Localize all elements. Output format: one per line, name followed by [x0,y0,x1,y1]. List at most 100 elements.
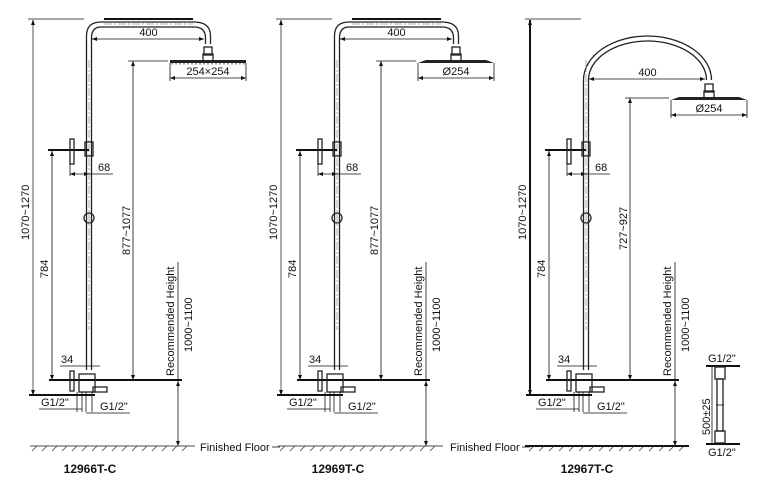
floor-hatch [528,445,535,452]
model-code-label: 12966T-C [64,462,117,476]
floor-hatch [658,445,665,452]
floor-hatch [41,445,48,452]
arrowhead [700,77,705,81]
mixer-handle [566,370,572,392]
slider-bracket [331,212,343,224]
hose-bottom-thread-label: G1/2" [708,447,736,459]
floor-hatch [399,445,406,452]
arrowhead [170,76,175,80]
floor-hatch [111,445,118,452]
arrowhead [279,20,283,25]
recommended-height-label: Recommended Height [413,267,425,376]
arrowhead [581,172,586,176]
diverter-handle [317,138,323,165]
floor-hatch [369,445,376,452]
arrowhead [199,37,204,41]
arrowhead [131,375,135,380]
finished-floor-label: Finished Floor [450,442,520,454]
valve-depth-label: 68 [346,162,358,174]
valve-height-label: 784 [39,260,51,278]
floor-hatch [419,445,426,452]
total-height-label: 1070~1270 [20,185,32,240]
hose-bottom-nut [714,430,726,444]
arrowhead [742,113,747,117]
head-height-label: 727~927 [618,207,630,250]
head-connector [451,46,461,56]
inlet-right-label: G1/2" [597,401,625,413]
diverter-handle [69,138,75,165]
arrowhead [176,381,180,386]
arrowhead [318,172,323,176]
floor-hatch [558,445,565,452]
arm-length-label: 400 [638,67,656,79]
shower-pipe [582,35,713,370]
floor-hatch [409,445,416,452]
floor-hatch [578,445,585,452]
slider-bracket [580,212,592,224]
total-height-label: 1070~1270 [517,185,529,240]
floor-hatch [61,445,68,452]
floor-hatch [648,445,655,452]
floor-hatch [598,445,605,452]
inlet-left-label: G1/2" [41,397,69,409]
arrowhead [50,375,54,380]
diverter-handle [566,138,572,165]
diverter-body [581,141,591,157]
floor-hatch [279,445,286,452]
floor-hatch [309,445,316,452]
round-shower-head [418,60,494,63]
round-shower-head [671,97,747,100]
recommended-height-value: 1000~1100 [183,297,195,352]
mixer-handle [317,370,323,392]
head-connector [203,46,213,56]
mixer-handle [69,370,75,392]
head-height-label: 877~1077 [121,206,133,255]
arrowhead [298,375,302,380]
floor-hatch [329,445,336,452]
floor-hatch [339,445,346,452]
arrowhead [528,390,532,395]
mixer-body [78,373,96,393]
diverter-body [84,141,94,157]
floor-hatch [91,445,98,452]
floor-hatch [678,445,685,452]
arrowhead [489,76,494,80]
arrowhead [31,390,35,395]
floor-hatch [131,445,138,452]
arrowhead [379,61,383,66]
square-shower-head [170,60,246,63]
outlet-offset-label: 34 [309,354,321,366]
arrowhead [673,381,677,386]
arrowhead [70,172,75,176]
head-connector [704,83,714,93]
total-height-label: 1070~1270 [268,185,280,240]
arrowhead [379,375,383,380]
arrowhead [31,20,35,25]
floor-hatch [379,445,386,452]
arrowhead [50,151,54,156]
arrowhead [84,172,89,176]
hose-length-label: 500±25 [701,398,713,435]
model-code-label: 12967T-C [561,462,614,476]
floor-hatch [151,445,158,452]
floor-hatch [71,445,78,452]
valve-depth-label: 68 [595,162,607,174]
floor-hatch [101,445,108,452]
arrowhead [340,37,345,41]
recommended-height-value: 1000~1100 [680,297,692,352]
inlet-left-label: G1/2" [538,397,566,409]
floor-hatch [359,445,366,452]
floor-hatch [618,445,625,452]
floor-hatch [181,445,188,452]
arrowhead [424,381,428,386]
head-height-label: 877~1077 [369,206,381,255]
valve-height-label: 784 [287,260,299,278]
arrowhead [332,172,337,176]
head-size-label: 254×254 [186,66,229,78]
floor-hatch [548,445,555,452]
shower-pipe [333,21,460,370]
hose-top-thread-label: G1/2" [708,353,736,365]
mixer-body [326,373,344,393]
